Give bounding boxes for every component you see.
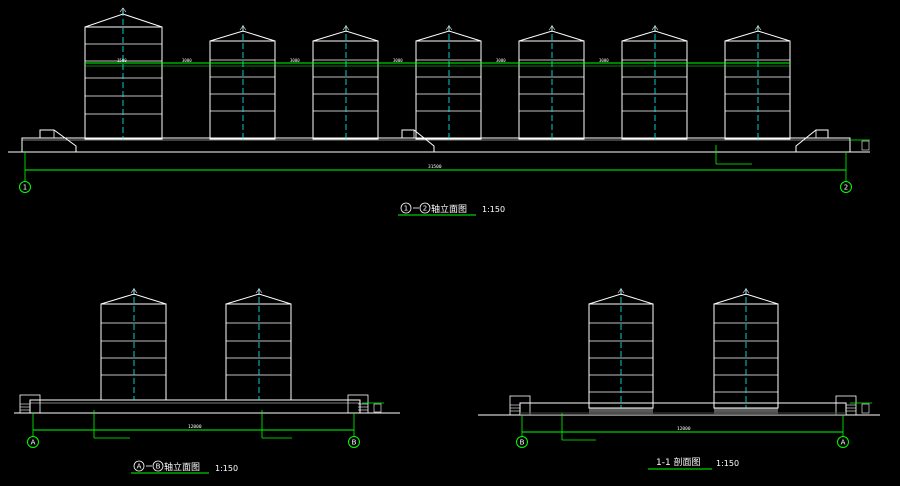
segment-dim-2: 3000 xyxy=(182,58,192,63)
axis-bubble-1: 1 xyxy=(19,181,31,193)
section-1-1-view: 12000 B A 1-1 剖面图 1:150 xyxy=(478,288,880,470)
elevation-a-b-title-text: 轴立面图 xyxy=(164,461,200,473)
silo-section-b xyxy=(588,288,654,409)
elevation-a-b-view: 12000 A B A B 轴立面图 1:150 xyxy=(14,288,400,474)
section-title-text: 1-1 剖面图 xyxy=(656,456,701,468)
silo-a xyxy=(100,288,167,401)
ramp-right xyxy=(795,129,829,152)
silo-2 xyxy=(209,25,276,140)
axis-bubble-2: 2 xyxy=(840,181,852,193)
silo-6 xyxy=(621,25,688,140)
upper-dimension-line: 1500 3000 3000 3000 3000 3000 xyxy=(85,58,790,67)
axis-bubble-a: A xyxy=(27,436,39,448)
section-1-1-title: 1-1 剖面图 1:150 xyxy=(648,456,739,470)
segment-dim-1: 1500 xyxy=(117,58,127,63)
svg-text:A: A xyxy=(841,439,846,447)
elevation-1-2-scale: 1:150 xyxy=(482,205,505,214)
section-hatch-left xyxy=(589,408,653,414)
silo-b xyxy=(225,288,292,401)
elevation-1-2-title: 1 2 轴立面图 1:150 xyxy=(398,202,505,216)
silo-7 xyxy=(724,25,791,140)
overall-dimension: 31500 xyxy=(24,139,870,182)
silo-3 xyxy=(312,25,379,140)
svg-text:1: 1 xyxy=(23,184,27,192)
axis-bubble-section-a: A xyxy=(837,436,849,448)
elevation-1-2-title-text: 轴立面图 xyxy=(431,203,467,215)
segment-dim-4: 3000 xyxy=(393,58,403,63)
svg-text:B: B xyxy=(520,439,525,447)
silo-5 xyxy=(518,25,585,140)
elevation-1-2-view: 1500 3000 3000 3000 3000 3000 31500 1 2 xyxy=(8,7,870,216)
elevation-a-b-scale: 1:150 xyxy=(215,464,238,473)
svg-text:B: B xyxy=(352,439,357,447)
svg-text:1: 1 xyxy=(404,205,408,213)
svg-text:A: A xyxy=(31,439,36,447)
base-slab xyxy=(21,137,851,153)
overall-dimension-a-b: 12000 xyxy=(32,402,384,439)
silo-1 xyxy=(84,7,163,140)
silo-section-a xyxy=(713,288,779,409)
overall-dim-text: 31500 xyxy=(428,164,442,170)
section-scale: 1:150 xyxy=(716,459,739,468)
axis-bubble-section-b: B xyxy=(516,436,528,448)
segment-dim-3: 3000 xyxy=(290,58,300,63)
silo-4 xyxy=(415,25,482,140)
overall-dimension-section: 12000 xyxy=(521,402,872,441)
base-slab xyxy=(29,399,361,414)
svg-text:A: A xyxy=(137,463,142,471)
ramp-middle xyxy=(401,129,435,152)
overall-dim-text-a-b: 12000 xyxy=(188,424,202,430)
overall-dim-text-section: 12000 xyxy=(677,426,691,432)
elevation-a-b-title: A B 轴立面图 1:150 xyxy=(131,460,238,474)
svg-text:2: 2 xyxy=(844,184,848,192)
section-hatch-right xyxy=(714,408,778,414)
segment-dim-5: 3000 xyxy=(496,58,506,63)
axis-bubble-b: B xyxy=(348,436,360,448)
ramp-left xyxy=(39,129,77,152)
svg-text:2: 2 xyxy=(423,205,427,213)
segment-dim-6: 3000 xyxy=(599,58,609,63)
svg-text:B: B xyxy=(156,463,161,471)
